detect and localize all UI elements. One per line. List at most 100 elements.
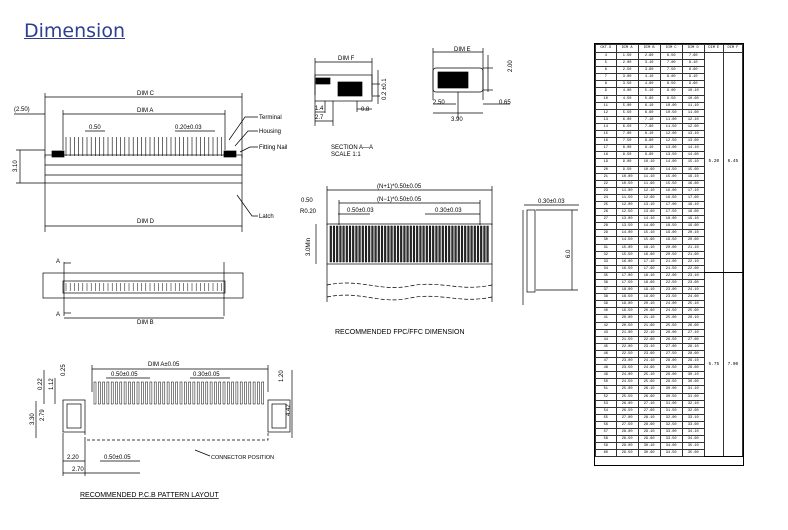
table-cell: 15.10 [637, 229, 661, 238]
dim-c-label: DIM C [137, 91, 155, 97]
table-cell: 13.00 [615, 215, 639, 224]
fpc-finger [454, 225, 457, 263]
pcb-pad [145, 381, 148, 405]
table-cell: 19.00 [659, 229, 683, 238]
fpc-finger [464, 225, 467, 263]
table-cell: 32.60 [681, 406, 705, 415]
table-cell: 12.00 [615, 200, 639, 210]
fpc-finger [345, 225, 348, 263]
table-header-cell: CKT.S [595, 44, 617, 53]
table-cell: 10.50 [615, 179, 639, 188]
housing-label: Housing [259, 129, 281, 135]
pcb-pad [132, 381, 135, 405]
table-cell: 27.10 [637, 399, 661, 408]
table-cell: 22.10 [637, 328, 661, 337]
table-cell: 26.50 [615, 406, 639, 415]
table-cell: 14 [595, 122, 617, 132]
table-cell: 32 [595, 250, 617, 259]
dim-a-label: DIM A [137, 108, 153, 114]
table-cell: 34.10 [681, 427, 705, 437]
table-cell: 27.00 [615, 413, 639, 422]
table-cell: 24.10 [681, 286, 705, 295]
table-cell: 6.50 [659, 51, 683, 61]
table-cell: 13.10 [681, 130, 705, 139]
pcb-pad [153, 381, 157, 405]
table-cell: 23.60 [637, 349, 661, 359]
table-cell: 35 [595, 271, 617, 281]
table-cell: 4.00 [615, 87, 639, 96]
table-cell: 5.50 [615, 108, 639, 117]
pcb-pad [98, 381, 101, 405]
table-cell: 16.60 [637, 250, 661, 259]
table-cell: 30.10 [637, 442, 661, 451]
fpc-width-label: 0.30±0.03 [435, 208, 462, 214]
pcb-pad [136, 381, 140, 405]
table-cell: 17.50 [659, 208, 683, 217]
pcb-pad [205, 381, 209, 405]
table-cell: 5.10 [637, 87, 661, 96]
table-cell: 28.50 [659, 364, 683, 373]
table-cell: 15.00 [659, 172, 683, 181]
table-cell: 19.60 [637, 293, 661, 302]
table-cell: 18.00 [659, 215, 683, 224]
table-cell: 14.60 [681, 151, 705, 160]
fpc-finger [438, 225, 441, 263]
table-cell: 42 [595, 321, 617, 330]
table-cell: 25.10 [681, 300, 705, 309]
table-cell: 18.60 [637, 278, 661, 288]
pcb-442-label: 4.42 [286, 404, 292, 416]
fpc-finger [422, 225, 425, 263]
fpc-finger [441, 225, 444, 263]
table-cell: 58 [595, 435, 617, 444]
table-cell: 51 [595, 385, 617, 394]
table-cell: 17.50 [615, 278, 639, 288]
table-cell: 10 [595, 94, 617, 103]
table-cell: 9.60 [681, 80, 705, 89]
pcb-pad [227, 381, 230, 405]
table-cell: 21.00 [659, 257, 683, 266]
table-cell: 29.10 [637, 427, 661, 437]
table-cell: 29.10 [681, 357, 705, 366]
fpc-finger [355, 225, 358, 263]
pitch-050-label: 0.50 [89, 125, 101, 131]
table-cell: 31 [595, 243, 617, 252]
table-cell: 18.60 [681, 208, 705, 217]
fpc-finger [368, 225, 371, 263]
table-cell: 23.50 [615, 364, 639, 373]
table-cell: 3.50 [615, 80, 639, 89]
table-cell: 11.50 [659, 122, 683, 132]
table-cell: 18.10 [681, 200, 705, 210]
table-cell: 10.10 [637, 158, 661, 167]
table-cell: 52 [595, 392, 617, 401]
table-cell: 26.10 [681, 314, 705, 323]
pcb-330-label: 3.30 [30, 413, 36, 425]
table-cell: 27.50 [615, 420, 639, 429]
table-cell: 7.00 [659, 59, 683, 68]
table-cell: 41 [595, 314, 617, 323]
table-cell: 20.10 [637, 300, 661, 309]
table-cell: 27.50 [659, 349, 683, 359]
table-cell: 28.00 [615, 427, 639, 437]
table-cell: 47 [595, 357, 617, 366]
